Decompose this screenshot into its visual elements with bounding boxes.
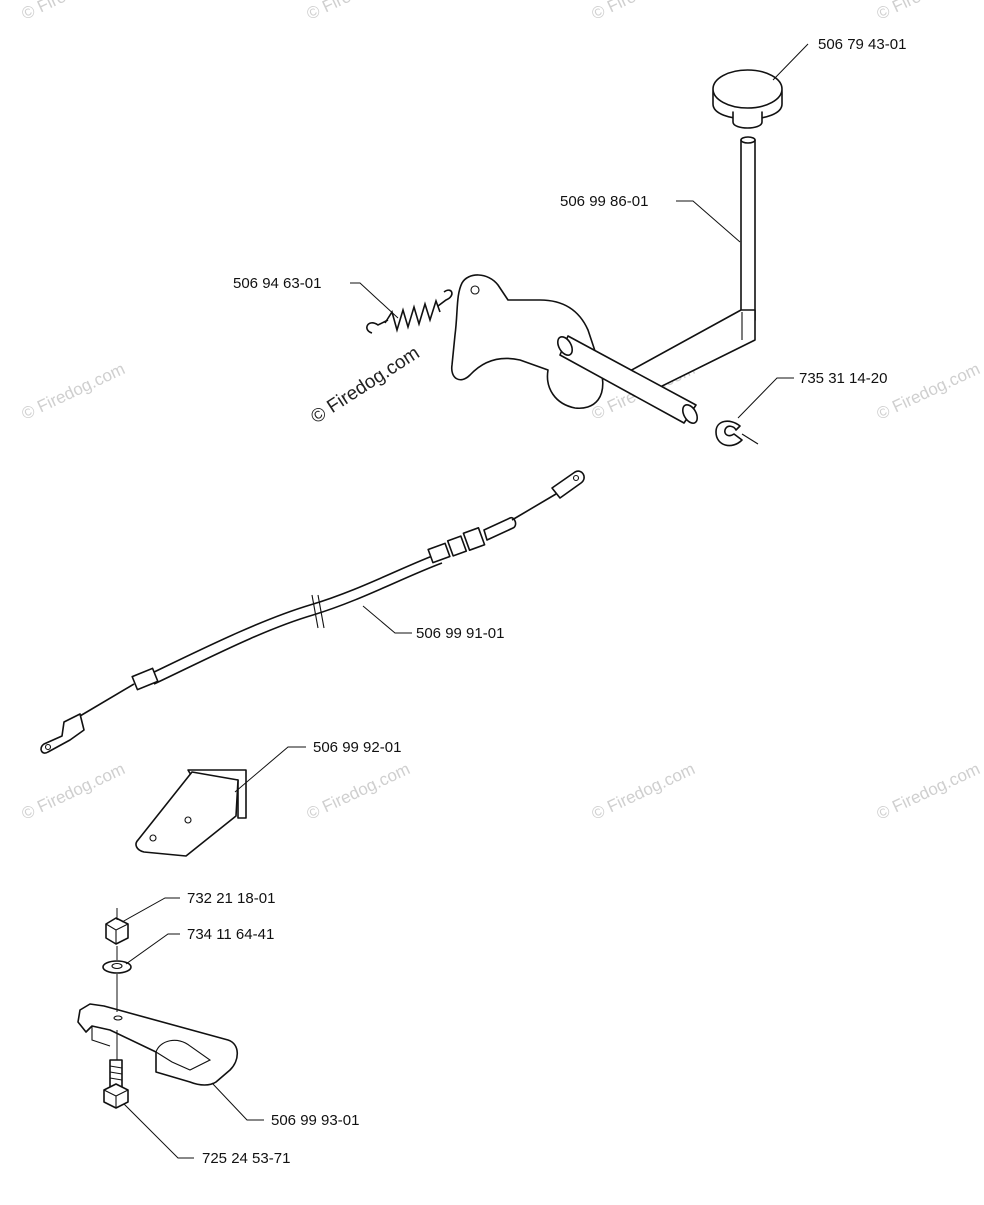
part-number-knob: 506 79 43-01 bbox=[818, 36, 906, 53]
part-number-retaining-clip: 735 31 14-20 bbox=[799, 370, 887, 387]
watermark-text: © Firedog.com bbox=[304, 759, 413, 823]
part-number-shift-lever: 506 99 86-01 bbox=[560, 193, 648, 210]
bracket-icon bbox=[135, 769, 247, 857]
watermark-center-text: © Firedog.com bbox=[307, 343, 423, 429]
part-number-holder-plate: 506 99 93-01 bbox=[271, 1112, 359, 1129]
watermark-text: © Firedog.com bbox=[874, 0, 983, 24]
watermark-layer: © Firedog.com © Firedog.com © Firedog.co… bbox=[19, 0, 983, 824]
watermark-text: © Firedog.com bbox=[874, 759, 983, 823]
watermark-text: © Firedog.com bbox=[19, 359, 128, 423]
part-number-screw: 725 24 53-71 bbox=[202, 1150, 290, 1167]
part-number-spring: 506 94 63-01 bbox=[233, 275, 321, 292]
cable-icon bbox=[40, 470, 585, 754]
lever-rod-icon bbox=[450, 136, 756, 424]
watermark-text: © Firedog.com bbox=[19, 759, 128, 823]
spring-icon bbox=[366, 289, 453, 334]
knob-icon bbox=[712, 69, 783, 129]
part-number-cable: 506 99 91-01 bbox=[416, 625, 504, 642]
washer-icon bbox=[102, 960, 132, 974]
part-number-bracket: 506 99 92-01 bbox=[313, 739, 401, 756]
part-number-washer: 734 11 64-41 bbox=[187, 926, 274, 943]
nut-icon bbox=[105, 917, 129, 945]
watermark-text: © Firedog.com bbox=[589, 759, 698, 823]
plate-icon bbox=[77, 1003, 239, 1086]
watermark-text: © Firedog.com bbox=[589, 0, 698, 24]
watermark-text: © Firedog.com bbox=[19, 0, 128, 24]
leader-lines bbox=[121, 43, 809, 1159]
part-number-lock-nut: 732 21 18-01 bbox=[187, 890, 275, 907]
screw-icon bbox=[103, 1059, 129, 1109]
watermark-text: © Firedog.com bbox=[304, 0, 413, 24]
e-clip-icon bbox=[715, 420, 759, 447]
watermark-text: © Firedog.com bbox=[874, 359, 983, 423]
